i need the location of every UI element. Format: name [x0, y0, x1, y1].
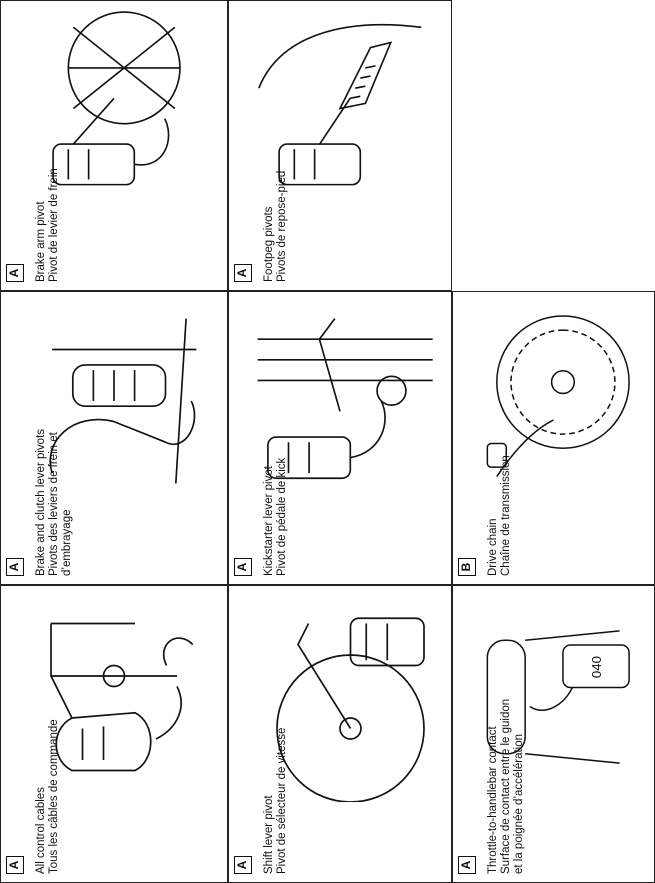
cell-lever-pivots: A Brake and clutch lever pivots Pivots d…: [0, 291, 228, 585]
brake-arm-illustration: [7, 7, 221, 210]
spray-can-label: 040: [589, 656, 604, 678]
lubricant-badge: A: [458, 856, 476, 874]
lubricant-badge: A: [234, 856, 252, 874]
kickstarter-illustration: [235, 298, 445, 504]
cell-brake-arm: A Brake arm pivot Pivot de levier de fre…: [0, 0, 228, 291]
footpeg-illustration: [235, 7, 445, 210]
throttle-illustration: 040: [459, 592, 648, 802]
lubricant-badge: A: [6, 264, 24, 282]
lubricant-badge: A: [234, 264, 252, 282]
cell-kickstarter: A Kickstarter lever pivot Pivot de pédal…: [228, 291, 452, 585]
grid-row-3: A Throttle-to-handlebar contact Surface …: [452, 0, 655, 883]
lubricant-badge: A: [6, 856, 24, 874]
cell-footpeg: A Footpeg pivots Pivots de repose-pied: [228, 0, 452, 291]
cell-drive-chain: B Drive chain Chaîne de transmission: [452, 291, 655, 585]
cell-throttle: A Throttle-to-handlebar contact Surface …: [452, 585, 655, 883]
lubricant-badge: A: [234, 558, 252, 576]
control-cables-illustration: [7, 592, 221, 802]
shift-lever-illustration: [235, 592, 445, 802]
cell-shift-lever: A Shift lever pivot Pivot de sélecteur d…: [228, 585, 452, 883]
drive-chain-illustration: [459, 298, 648, 504]
lever-pivots-illustration: [7, 298, 221, 504]
grid-row-2: A Shift lever pivot Pivot de sélecteur d…: [228, 0, 452, 883]
lubricant-badge: A: [6, 558, 24, 576]
cell-control-cables: A All control cables Tous les câbles de …: [0, 585, 228, 883]
grid-row-1: A All control cables Tous les câbles de …: [0, 0, 228, 883]
lubricant-badge: B: [458, 558, 476, 576]
